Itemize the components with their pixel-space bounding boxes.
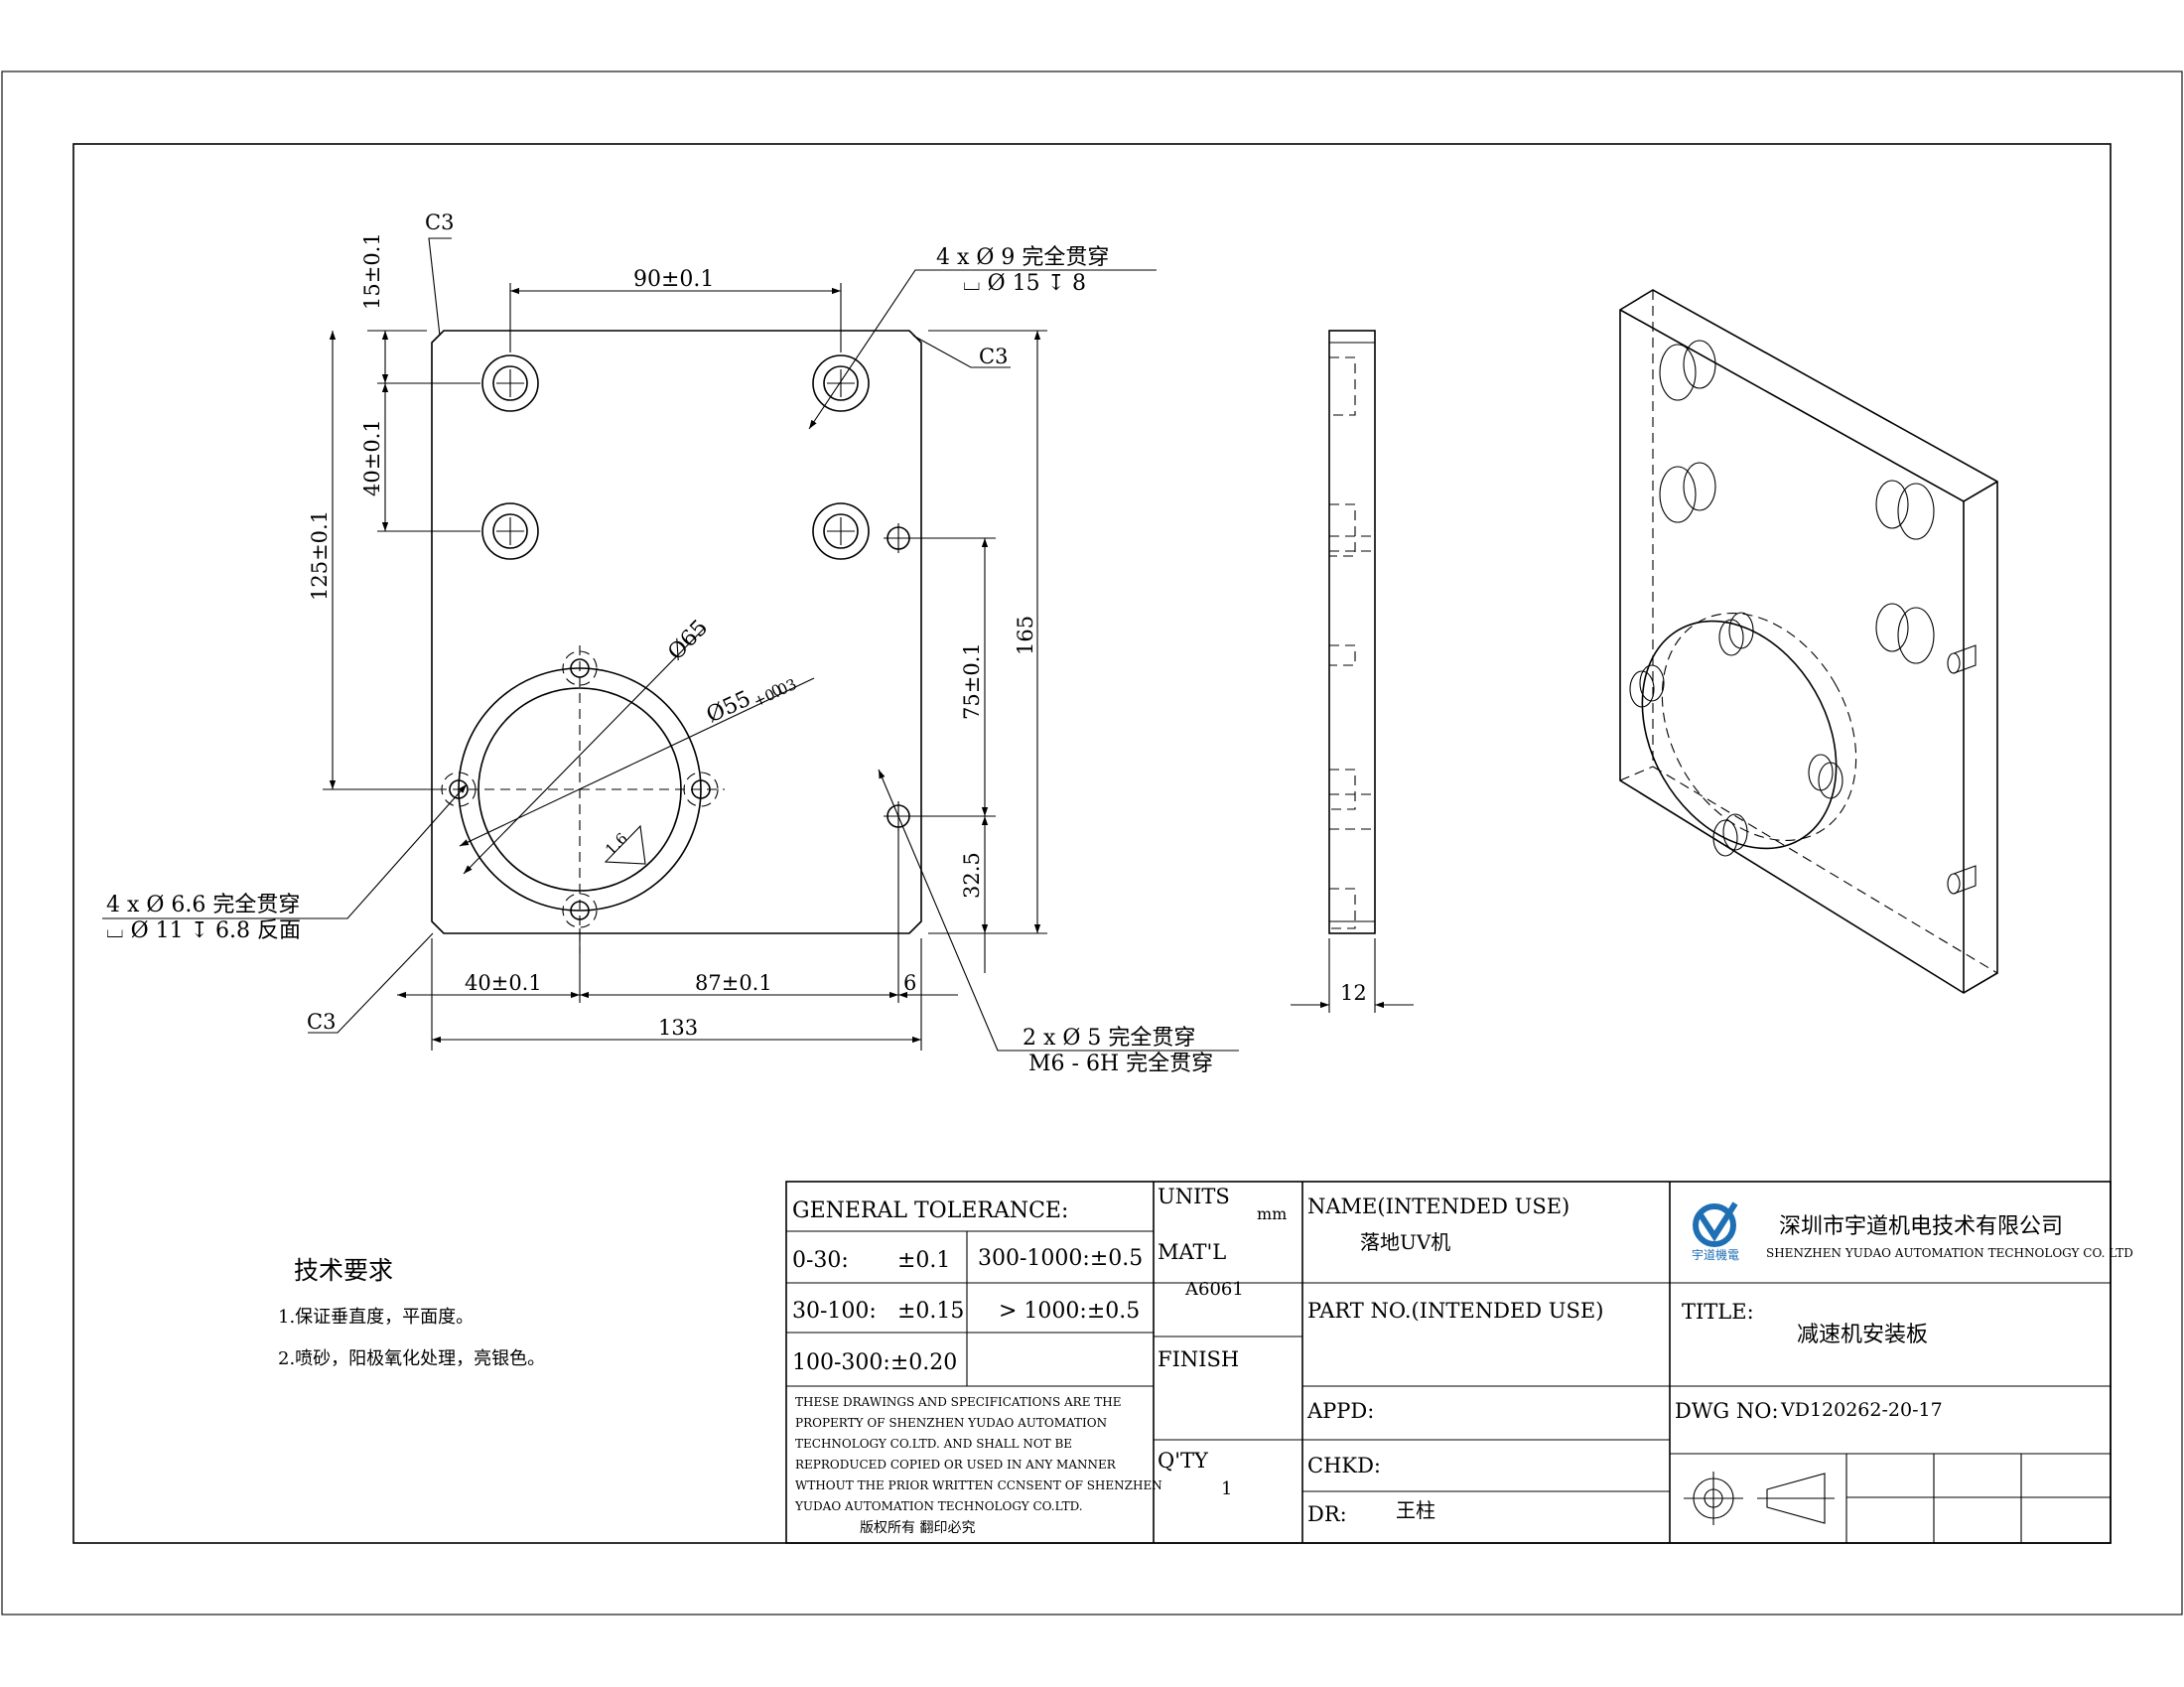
name-value: 落地UV机 — [1360, 1230, 1450, 1254]
disclaimer-line-2: PROPERTY OF SHENZHEN YUDAO AUTOMATION — [795, 1416, 1107, 1430]
general-tolerance-label: GENERAL TOLERANCE: — [792, 1198, 1068, 1223]
company-name-en: SHENZHEN YUDAO AUTOMATION TECHNOLOGY CO.… — [1766, 1246, 2133, 1260]
copyright-note: 版权所有 翻印必究 — [860, 1520, 975, 1536]
dim-overall-height: 165 — [1014, 616, 1037, 655]
dwg-no-value: VD120262-20-17 — [1780, 1399, 1943, 1421]
dim-top-hole-spacing: 90±0.1 — [633, 267, 714, 292]
logo-text: 宇道機電 — [1692, 1247, 1739, 1262]
note-holes-5-line2: M6 - 6H 完全贯穿 — [1028, 1052, 1213, 1076]
appd-label: APPD: — [1306, 1399, 1374, 1423]
dim-left-offset: 40±0.1 — [465, 971, 542, 995]
disclaimer-line-5: WTHOUT THE PRIOR WRITTEN CCNSENT OF SHEN… — [795, 1478, 1162, 1492]
isometric-view — [1619, 289, 1998, 994]
tech-requirements: 技术要求 1.保证垂直度，平面度。 2.喷砂，阳极氧化处理，亮银色。 — [278, 1256, 545, 1369]
dim-row-spacing: 40±0.1 — [360, 419, 384, 496]
finish-label: FINISH — [1158, 1347, 1239, 1371]
hole-9-mid-right — [812, 502, 870, 560]
note-holes-9-line1: 4 x Ø 9 完全贯穿 — [936, 245, 1109, 270]
tech-requirement-item-1: 1.保证垂直度，平面度。 — [278, 1307, 474, 1328]
chamfer-label-top-left: C3 — [425, 211, 454, 234]
disclaimer: THESE DRAWINGS AND SPECIFICATIONS ARE TH… — [794, 1395, 1162, 1513]
plate-outline — [431, 330, 922, 934]
company-logo: 宇道機電 — [1692, 1201, 1739, 1262]
disclaimer-line-4: REPRODUCED COPIED OR USED IN ANY MANNER — [795, 1458, 1117, 1472]
hole-66-top — [562, 650, 598, 686]
side-view: 12 — [1291, 330, 1414, 1013]
tech-requirements-title: 技术要求 — [294, 1256, 393, 1285]
projection-symbol-icon — [1684, 1472, 1835, 1525]
dim-height-to-bore: 125±0.1 — [308, 510, 332, 601]
front-view: Ø65 Ø55 +0.03 0 1.6 C3 C3 C3 90±0.1 15±0… — [102, 211, 1239, 1076]
qty-label: Q'TY — [1158, 1449, 1209, 1473]
hole-9-mid-left — [481, 502, 539, 560]
dim-dia-65: Ø65 — [663, 616, 713, 665]
tol-300-1000: 300-1000:±0.5 — [978, 1246, 1143, 1271]
tol-0-30-value: ±0.1 — [897, 1248, 950, 1273]
dim-dia-55: Ø55 — [703, 686, 754, 728]
dim-overall-width: 133 — [658, 1016, 698, 1040]
dwg-no-label: DWG NO: — [1675, 1399, 1779, 1423]
matl-label: MAT'L — [1158, 1240, 1226, 1264]
tol-over-1000: > 1000:±0.5 — [999, 1299, 1140, 1324]
tol-100-300: 100-300:±0.20 — [792, 1350, 957, 1375]
title-block: GENERAL TOLERANCE: 0-30: ±0.1 300-1000:±… — [785, 1181, 2133, 1544]
dim-tapped-spacing: 75±0.1 — [960, 642, 984, 720]
tech-requirement-item-2: 2.喷砂，阳极氧化处理，亮银色。 — [278, 1348, 545, 1369]
tapped-hole-upper — [884, 523, 913, 553]
matl-value: A6061 — [1184, 1279, 1244, 1300]
part-no-label: PART NO.(INTENDED USE) — [1307, 1299, 1603, 1323]
hole-9-top-left — [481, 354, 539, 412]
chamfer-label-bottom-left: C3 — [307, 1010, 336, 1034]
chkd-label: CHKD: — [1307, 1454, 1381, 1477]
dim-tapped-bottom: 32.5 — [960, 852, 984, 899]
note-holes-66-line1: 4 x Ø 6.6 完全贯穿 — [106, 893, 300, 917]
units-value: mm — [1257, 1204, 1287, 1223]
note-holes-5-line1: 2 x Ø 5 完全贯穿 — [1023, 1026, 1195, 1051]
dr-value: 王柱 — [1396, 1498, 1435, 1522]
tol-0-30-label: 0-30: — [792, 1248, 849, 1273]
note-holes-9-line2: ⌴ Ø 15 ↧ 8 — [963, 271, 1086, 296]
disclaimer-line-6: YUDAO AUTOMATION TECHNOLOGY CO.LTD. — [794, 1499, 1083, 1513]
tol-30-100-value: ±0.15 — [897, 1299, 964, 1324]
disclaimer-line-1: THESE DRAWINGS AND SPECIFICATIONS ARE TH… — [795, 1395, 1122, 1409]
dim-top-offset: 15±0.1 — [360, 232, 384, 310]
dim-bore-to-tapped: 87±0.1 — [695, 971, 772, 995]
hole-66-bottom — [562, 893, 598, 928]
tol-30-100-label: 30-100: — [792, 1299, 877, 1324]
hole-9-top-right — [812, 354, 870, 412]
outer-border — [1, 70, 2183, 1616]
units-label: UNITS — [1158, 1185, 1230, 1208]
title-value: 减速机安装板 — [1797, 1323, 1928, 1347]
dim-right-offset: 6 — [903, 971, 916, 995]
note-holes-66-line2: ⌴ Ø 11 ↧ 6.8 反面 — [106, 918, 301, 943]
dr-label: DR: — [1307, 1502, 1347, 1526]
disclaimer-line-3: TECHNOLOGY CO.LTD. AND SHALL NOT BE — [795, 1437, 1072, 1451]
chamfer-label-top-right: C3 — [979, 345, 1008, 368]
hole-66-right — [683, 772, 719, 807]
name-label: NAME(INTENDED USE) — [1307, 1195, 1570, 1218]
qty-value: 1 — [1221, 1478, 1232, 1499]
title-label: TITLE: — [1682, 1300, 1754, 1324]
dim-angle-note: 1.6 — [602, 829, 631, 859]
company-name-cn: 深圳市宇道机电技术有限公司 — [1779, 1214, 2063, 1239]
dim-thickness: 12 — [1340, 981, 1367, 1005]
